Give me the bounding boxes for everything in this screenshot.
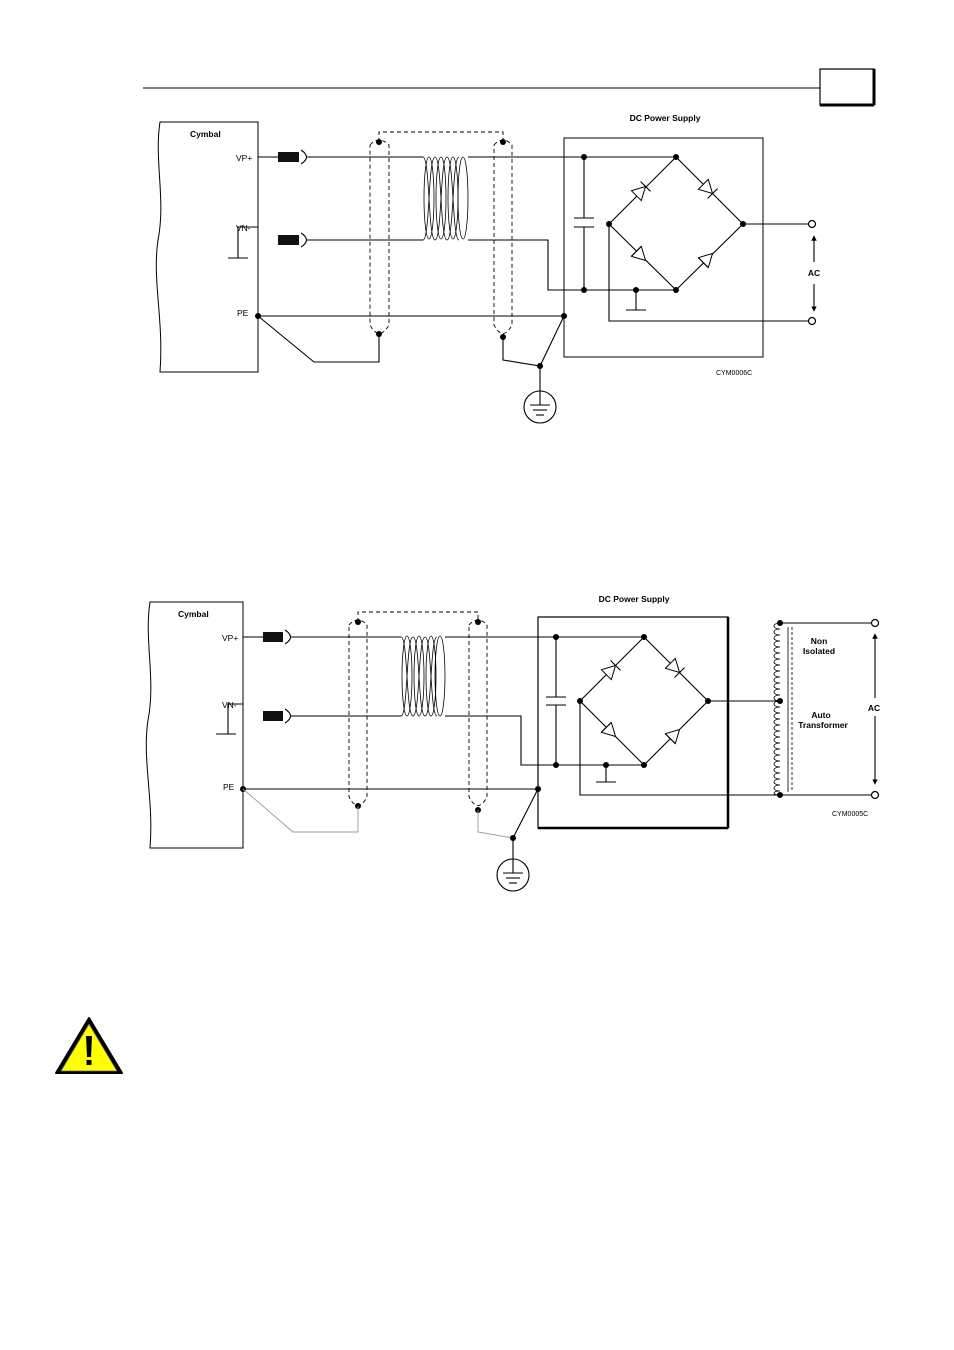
warning-icon	[56, 1018, 122, 1073]
ferrite-bead-vp	[263, 632, 283, 642]
transformer-label-3: Auto	[811, 710, 830, 720]
pin-pe-label: PE	[237, 308, 249, 318]
ac-label: AC	[808, 268, 820, 278]
twisted-pair	[401, 636, 445, 716]
bridge-rectifier	[577, 634, 711, 768]
ferrite-bead-vn	[278, 235, 299, 245]
ferrite-bead-vp	[278, 152, 299, 162]
pin-pe-label: PE	[223, 782, 235, 792]
figure-code: CYM0006C	[716, 370, 752, 377]
ac-label: AC	[868, 703, 880, 713]
transformer-label-1: Non	[811, 636, 828, 646]
ferrite-bead-vn	[263, 711, 283, 721]
diagram-2: Cymbal VP+ VN- PE	[146, 594, 880, 891]
cable-shield	[370, 132, 512, 340]
twisted-pair	[423, 157, 468, 240]
ac-terminal	[809, 221, 816, 228]
diode-icon	[631, 182, 650, 201]
dc-power-supply-box	[564, 138, 763, 357]
ac-terminal	[872, 792, 879, 799]
capacitor-icon	[574, 154, 594, 293]
supply-title: DC Power Supply	[599, 594, 670, 604]
device-label: Cymbal	[190, 129, 221, 139]
pin-vn-label: VN-	[222, 700, 237, 710]
transformer-label-4: Transformer	[798, 720, 848, 730]
ac-terminal	[809, 318, 816, 325]
ac-terminal	[872, 620, 879, 627]
cable-shield	[349, 612, 487, 813]
earth-ground-icon	[524, 391, 556, 423]
transformer-label-2: Isolated	[803, 646, 835, 656]
page-header	[143, 69, 874, 105]
device-label: Cymbal	[178, 609, 209, 619]
figure-code: CYM0005C	[832, 811, 868, 818]
page-number-box	[820, 69, 874, 105]
auto-transformer-icon	[774, 623, 792, 795]
capacitor-icon	[546, 634, 566, 768]
diagram-1: Cymbal VP+ VN- PE	[156, 113, 820, 423]
bridge-rectifier	[606, 154, 746, 293]
pin-vp-label: VP+	[236, 153, 252, 163]
earth-ground-icon	[497, 859, 529, 891]
supply-title: DC Power Supply	[630, 113, 701, 123]
pin-vp-label: VP+	[222, 633, 238, 643]
